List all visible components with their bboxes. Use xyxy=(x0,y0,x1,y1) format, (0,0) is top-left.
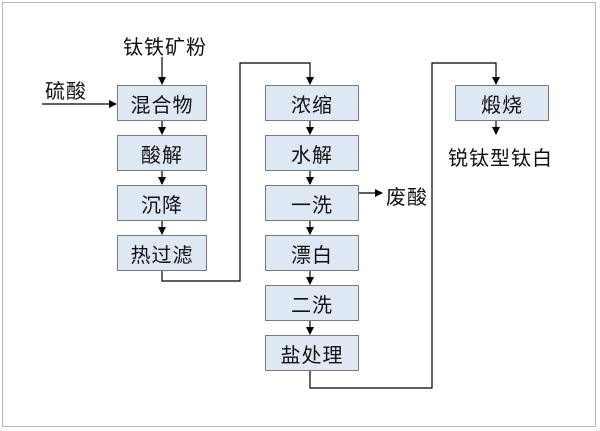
arrow-hotfilter-to-concentrate xyxy=(161,62,314,282)
step-calcination: 煅烧 xyxy=(455,85,549,121)
step-concentration: 浓缩 xyxy=(265,85,359,121)
step-bleaching: 漂白 xyxy=(265,235,359,271)
step-second-wash: 二洗 xyxy=(265,285,359,321)
step-salt-treatment: 盐处理 xyxy=(265,335,359,371)
step-mixture: 混合物 xyxy=(117,85,207,121)
arrow-salt-to-calcine xyxy=(309,62,500,389)
step-hydrolysis: 水解 xyxy=(265,135,359,171)
waste-acid-label: 废酸 xyxy=(386,185,428,209)
step-first-wash: 一洗 xyxy=(265,185,359,221)
product-label: 锐钛型钛白 xyxy=(448,146,553,170)
raw-material-label: 钛铁矿粉 xyxy=(123,35,207,59)
step-settling: 沉降 xyxy=(117,185,207,221)
step-acidolysis: 酸解 xyxy=(117,135,207,171)
acid-input-label: 硫酸 xyxy=(45,79,87,103)
step-hot-filtration: 热过滤 xyxy=(117,235,207,271)
